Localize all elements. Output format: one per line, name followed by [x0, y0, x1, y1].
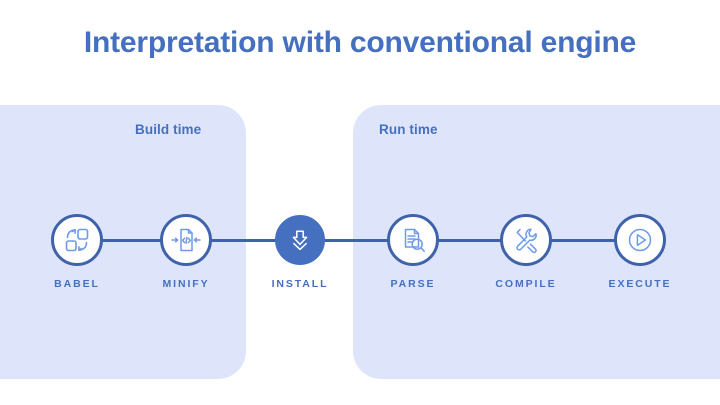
compress-code-file-icon	[170, 225, 202, 255]
page-title: Interpretation with conventional engine	[83, 26, 637, 59]
download-arrow-icon	[287, 227, 313, 253]
step-label-compile: COMPILE	[495, 278, 557, 290]
flow-connector-line	[56, 239, 662, 242]
step-node-minify[interactable]	[160, 214, 212, 266]
step-node-parse[interactable]	[387, 214, 439, 266]
transform-squares-icon	[62, 225, 92, 255]
step-node-babel[interactable]	[51, 214, 103, 266]
document-search-icon	[398, 225, 428, 255]
step-node-compile[interactable]	[500, 214, 552, 266]
step-node-execute[interactable]	[614, 214, 666, 266]
panel-label-run-time: Run time	[379, 122, 438, 137]
step-label-babel: BABEL	[54, 278, 100, 290]
panel-label-build-time: Build time	[135, 122, 202, 137]
step-node-install[interactable]	[275, 215, 325, 265]
play-circle-icon	[625, 225, 655, 255]
step-label-minify: MINIFY	[162, 278, 210, 290]
step-label-parse: PARSE	[390, 278, 436, 290]
wrench-screwdriver-icon	[511, 225, 541, 255]
step-label-install: INSTALL	[271, 278, 329, 290]
step-label-execute: EXECUTE	[608, 278, 672, 290]
